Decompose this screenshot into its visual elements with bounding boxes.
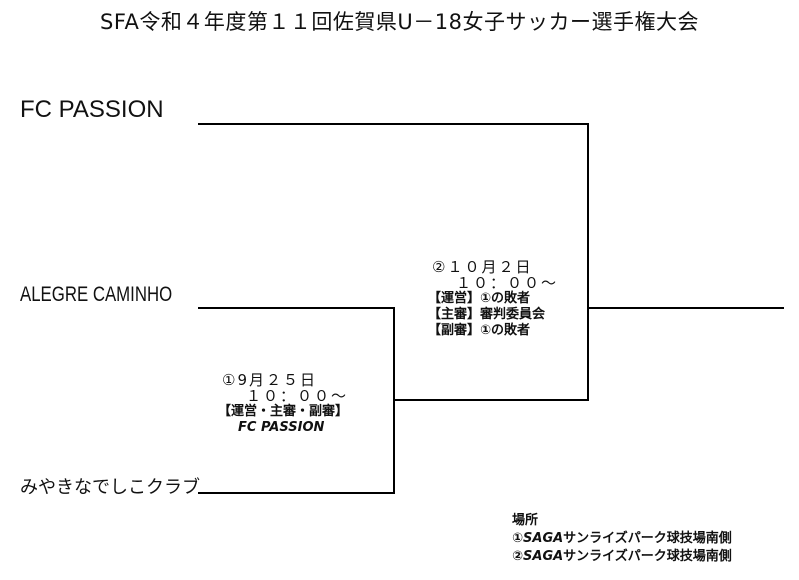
match-2-info: ②１０月２日 １０：００～ 【運営】①の敗者 【主審】審判委員会 【副審】①の敗… <box>428 259 558 339</box>
match-1-officials: 【運営・主審・副審】 <box>218 404 349 419</box>
match-1-info: ①9月２５日 １０：００～ 【運営・主審・副審】 FC PASSION <box>218 372 348 436</box>
venue-label: 場所 <box>512 513 539 528</box>
match-2-referee: 【主審】審判委員会 <box>428 307 546 322</box>
match-2-operation: 【運営】①の敗者 <box>428 291 531 306</box>
match-1-time: １０：００～ <box>246 387 349 405</box>
bracket-line-team1 <box>198 123 589 308</box>
venue-entry-2-name-italic: SAGA <box>523 549 564 564</box>
page-title: SFA令和４年度第１１回佐賀県U－18女子サッカー選手権大会 <box>100 10 699 34</box>
venue-entry-2: ②SAGAサンライズパーク球技場南側 <box>512 548 732 566</box>
venue-entry-1: ①SAGAサンライズパーク球技場南側 <box>512 530 732 548</box>
match-2-date: ②１０月２日 <box>432 258 533 276</box>
match-1-date: ①9月２５日 <box>222 371 317 389</box>
venue-entry-1-name-rest: サンライズパーク球技場南側 <box>563 531 732 546</box>
venue-entry-2-name-rest: サンライズパーク球技場南側 <box>563 549 732 564</box>
venue-entry-1-name-italic: SAGA <box>523 531 564 546</box>
venue-entry-1-prefix: ① <box>512 531 524 546</box>
team-name-fc-passion: FC PASSION <box>20 96 164 123</box>
match-2-assistant: 【副審】①の敗者 <box>428 323 531 338</box>
venue-entry-2-prefix: ② <box>512 549 524 564</box>
bracket-line-match1-winner <box>394 308 589 401</box>
bracket-line-team3 <box>198 400 395 494</box>
match-1-officials-team: FC PASSION <box>238 420 325 435</box>
team-name-miyaki-nadeshiko: みやきなでしこクラブ <box>20 477 200 498</box>
team-name-alegre-caminho: ALEGRE CAMINHO <box>20 283 173 306</box>
match-2-time: １０：００～ <box>456 274 559 292</box>
venue-info: 場所 ①SAGAサンライズパーク球技場南側 ②SAGAサンライズパーク球技場南側 <box>512 512 732 566</box>
bracket-line-team2 <box>198 307 395 400</box>
